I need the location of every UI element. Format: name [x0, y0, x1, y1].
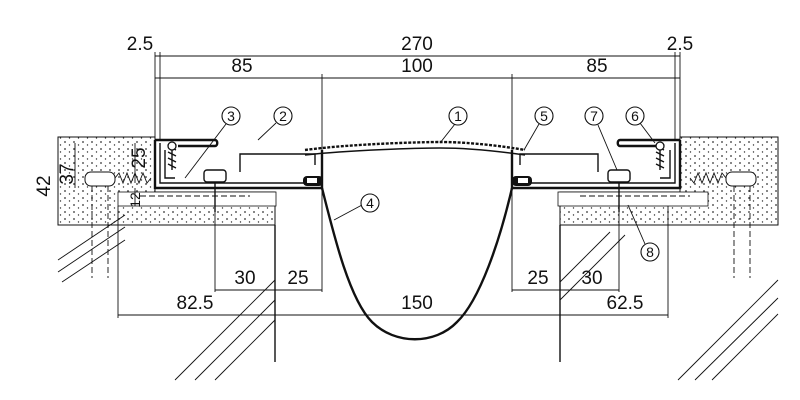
right-wall-hatching — [559, 231, 779, 381]
left-base-plate — [117, 191, 277, 207]
dim-height-outer: 42 — [34, 175, 55, 196]
svg-text:1: 1 — [454, 108, 462, 124]
left-frame — [153, 138, 324, 190]
dim-left-25: 25 — [287, 268, 308, 289]
flexible-seal — [320, 187, 514, 341]
cover-plate-bottom — [304, 147, 526, 156]
svg-text:4: 4 — [366, 195, 374, 211]
dim-edge-gap-left: 2.5 — [127, 34, 153, 55]
left-bolt — [203, 169, 227, 212]
left-anchor-bar — [84, 171, 152, 187]
dim-side-left: 85 — [231, 56, 252, 77]
svg-text:7: 7 — [590, 108, 598, 124]
right-support-arm — [519, 153, 599, 172]
callout-2: 2 — [257, 106, 293, 141]
dim-edge-gap-right: 2.5 — [667, 34, 693, 55]
left-dimension-lines — [57, 137, 136, 225]
right-bolt — [607, 169, 631, 212]
dim-center: 100 — [401, 56, 433, 77]
left-support-arm — [239, 153, 316, 172]
svg-text:3: 3 — [227, 108, 235, 124]
callout-4: 4 — [333, 193, 380, 221]
svg-text:8: 8 — [646, 244, 654, 260]
right-base-plate — [557, 191, 709, 207]
dim-right-30: 30 — [581, 268, 602, 289]
left-screw — [167, 141, 177, 170]
top-dimension-lines — [154, 52, 681, 150]
dim-total-width: 270 — [401, 34, 433, 55]
svg-text:2: 2 — [279, 108, 287, 124]
callout-7: 7 — [584, 106, 618, 171]
dim-bottom-right: 62.5 — [607, 293, 644, 314]
callout-3: 3 — [184, 106, 241, 179]
dim-left-30: 30 — [234, 268, 255, 289]
callout-8: 8 — [627, 204, 660, 262]
cover-plate — [304, 140, 526, 152]
callout-5: 5 — [523, 106, 554, 151]
callout-6: 6 — [625, 106, 656, 144]
left-wall-hatching — [57, 214, 276, 381]
bottom-dimension-lines — [117, 188, 669, 318]
dim-side-right: 85 — [586, 56, 607, 77]
dim-height-inner: 37 — [57, 163, 78, 184]
callout-1: 1 — [439, 106, 468, 144]
svg-text:6: 6 — [631, 108, 639, 124]
dim-gap-width: 150 — [401, 293, 433, 314]
dim-height-base: 12 — [127, 192, 143, 208]
right-anchor-bar — [689, 171, 757, 187]
dim-right-25: 25 — [527, 268, 548, 289]
dim-height-frame: 25 — [129, 147, 150, 168]
hidden-lines — [91, 186, 751, 278]
right-frame — [510, 138, 682, 190]
svg-text:5: 5 — [540, 108, 548, 124]
dim-bottom-left: 82.5 — [177, 293, 214, 314]
right-screw — [655, 141, 665, 170]
